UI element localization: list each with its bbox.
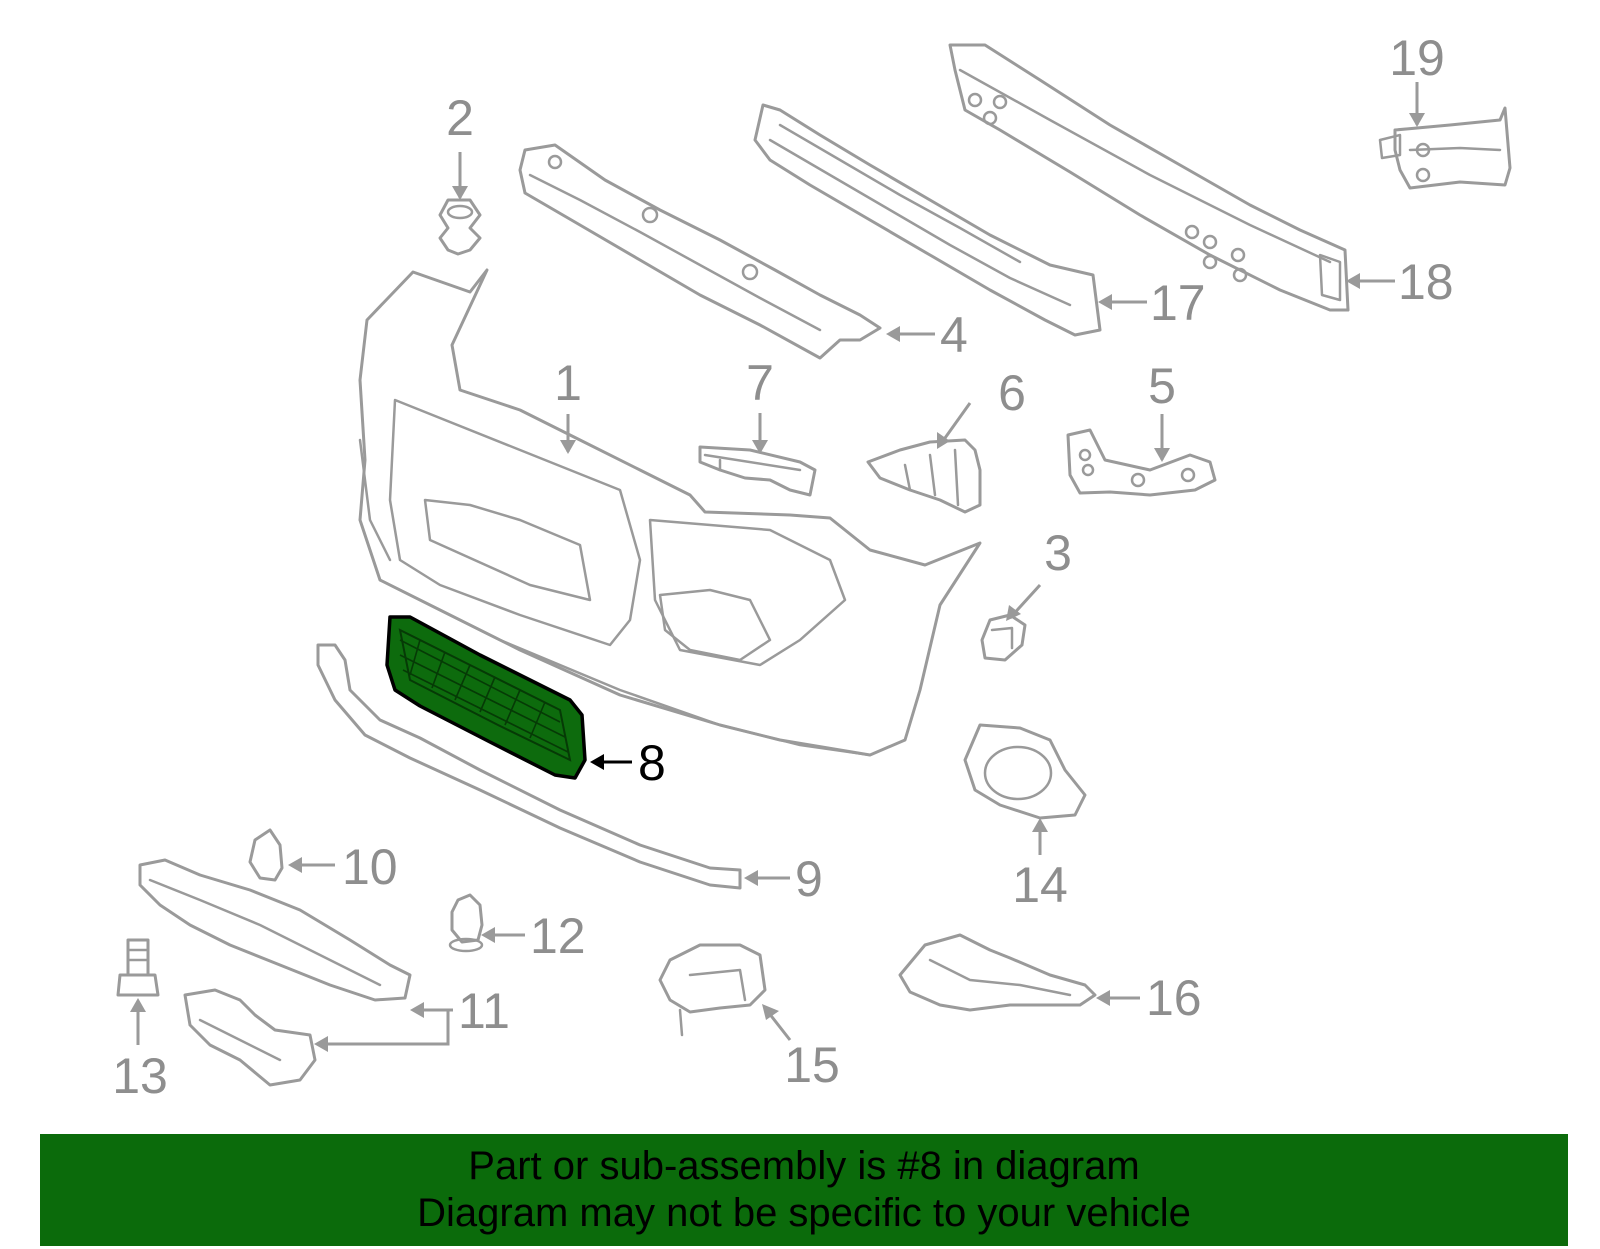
- callout-8: 8: [638, 735, 666, 791]
- part-11-splash-shield[interactable]: [138, 858, 412, 1087]
- part-16-undercover[interactable]: [898, 933, 1097, 1012]
- part-5-bracket[interactable]: [1066, 428, 1217, 497]
- callout-11: 11: [458, 983, 510, 1039]
- callout-9: 9: [795, 851, 823, 907]
- part-3-clip[interactable]: [980, 613, 1027, 662]
- part-6-bracket[interactable]: [866, 438, 982, 514]
- callout-10: 10: [342, 839, 398, 895]
- callout-4: 4: [940, 307, 968, 363]
- callout-labels: 2 1 7 6 5 3 19 4 17 18 8 9 10 12 11 13 1…: [112, 30, 1453, 1104]
- callout-18: 18: [1398, 254, 1454, 310]
- part-2-clip[interactable]: [438, 198, 482, 256]
- part-10-clip[interactable]: [248, 828, 284, 882]
- part-19-bracket[interactable]: [1378, 106, 1512, 190]
- part-12-push-pin[interactable]: [448, 893, 484, 953]
- callout-13: 13: [112, 1048, 168, 1104]
- part-1-bumper-cover[interactable]: [358, 268, 982, 757]
- banner-line-2: Diagram may not be specific to your vehi…: [417, 1191, 1191, 1235]
- callout-14: 14: [1012, 857, 1068, 913]
- callout-15: 15: [784, 1037, 840, 1093]
- callout-1: 1: [554, 355, 582, 411]
- part-17-energy-absorber[interactable]: [753, 103, 1102, 337]
- part-13-bolt[interactable]: [116, 938, 160, 997]
- part-4-upper-retainer[interactable]: [518, 143, 882, 360]
- info-banner: Part or sub-assembly is #8 in diagram Di…: [40, 1134, 1568, 1246]
- callout-19: 19: [1389, 30, 1445, 86]
- callout-6: 6: [998, 365, 1026, 421]
- part-15-bracket[interactable]: [658, 943, 767, 1037]
- callout-12: 12: [530, 908, 586, 964]
- banner-line-1: Part or sub-assembly is #8 in diagram: [468, 1144, 1140, 1188]
- callout-7: 7: [746, 355, 774, 411]
- part-8-lower-grille[interactable]: [385, 615, 587, 780]
- callout-5: 5: [1148, 358, 1176, 414]
- callout-16: 16: [1146, 970, 1202, 1026]
- part-7-bracket[interactable]: [698, 445, 817, 497]
- part-9-molding[interactable]: [316, 643, 742, 890]
- part-14-fog-lamp-bezel[interactable]: [963, 723, 1087, 820]
- callout-2: 2: [446, 90, 474, 146]
- arrowheads: [130, 113, 1425, 1052]
- part-18-reinforcement[interactable]: [948, 43, 1350, 312]
- callout-17: 17: [1150, 275, 1206, 331]
- callout-3: 3: [1044, 525, 1072, 581]
